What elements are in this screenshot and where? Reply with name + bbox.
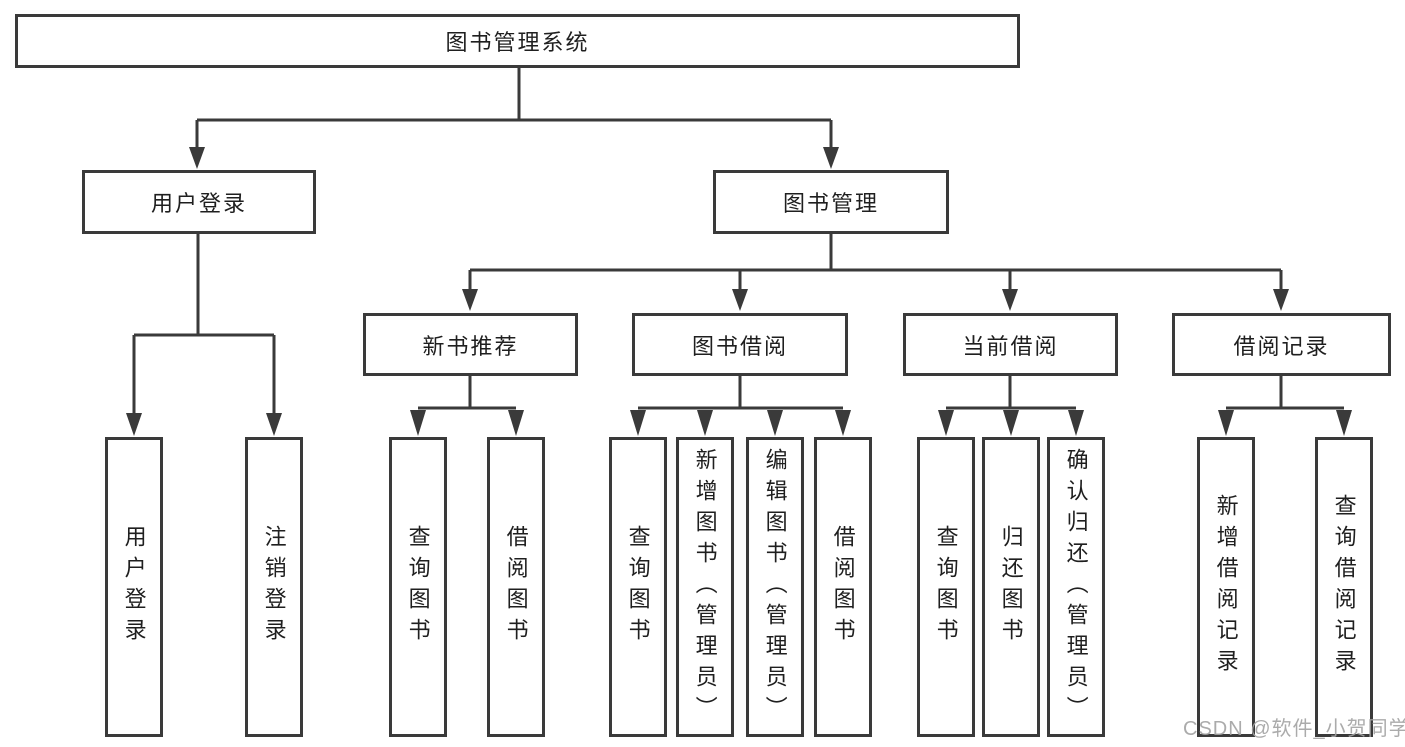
node-leaf-query-book-current: 查询图书 [917,437,975,737]
node-current-borrow: 当前借阅 [903,313,1118,376]
node-leaf-user-login: 用户登录 [105,437,163,737]
node-label: 查询图书 [625,525,651,649]
node-label: 用户登录 [121,525,147,649]
node-label: 用户登录 [150,191,247,216]
node-new-book-recommend: 新书推荐 [363,313,578,376]
node-label: 归还图书 [998,525,1024,649]
node-label: 借阅图书 [503,525,529,649]
csdn-watermark: CSDN @软件_小贺同学 [1183,718,1405,740]
node-leaf-logout: 注销登录 [245,437,303,737]
node-label: 图书借阅 [691,333,788,359]
node-leaf-add-borrow-record: 新增借阅记录 [1197,437,1255,737]
node-leaf-return-book: 归还图书 [982,437,1040,737]
node-label: 借阅图书 [830,525,856,649]
node-user-login-module: 用户登录 [82,170,316,234]
node-leaf-confirm-return-admin: 确认归还（管理员） [1047,437,1105,737]
node-leaf-borrow-book: 借阅图书 [814,437,872,737]
node-label: 当前借阅 [962,333,1059,359]
node-borrow-record: 借阅记录 [1172,313,1391,376]
node-root-library-system: 图书管理系统 [15,14,1020,68]
node-label: 查询图书 [405,525,431,649]
node-label: 图书管理系统 [445,30,590,55]
node-label: 确认归还（管理员） [1063,447,1089,727]
node-label: 借阅记录 [1233,333,1330,359]
node-leaf-query-book-borrow: 查询图书 [609,437,667,737]
node-leaf-borrow-book-recommend: 借阅图书 [487,437,545,737]
node-leaf-add-book-admin: 新增图书（管理员） [676,437,734,737]
node-label: 新书推荐 [422,333,519,359]
node-label: 新增图书（管理员） [692,447,718,727]
node-label: 查询图书 [933,525,959,649]
node-leaf-query-borrow-record: 查询借阅记录 [1315,437,1373,737]
node-label: 注销登录 [261,525,287,649]
node-book-borrow: 图书借阅 [632,313,848,376]
node-label: 查询借阅记录 [1331,494,1357,680]
node-book-management: 图书管理 [713,170,949,234]
node-label: 新增借阅记录 [1213,494,1239,680]
node-label: 编辑图书（管理员） [762,447,788,727]
connector-lines [132,68,1344,415]
connector-arrowheads [126,147,1352,436]
node-label: 图书管理 [782,191,879,216]
node-leaf-edit-book-admin: 编辑图书（管理员） [746,437,804,737]
node-leaf-query-book-recommend: 查询图书 [389,437,447,737]
